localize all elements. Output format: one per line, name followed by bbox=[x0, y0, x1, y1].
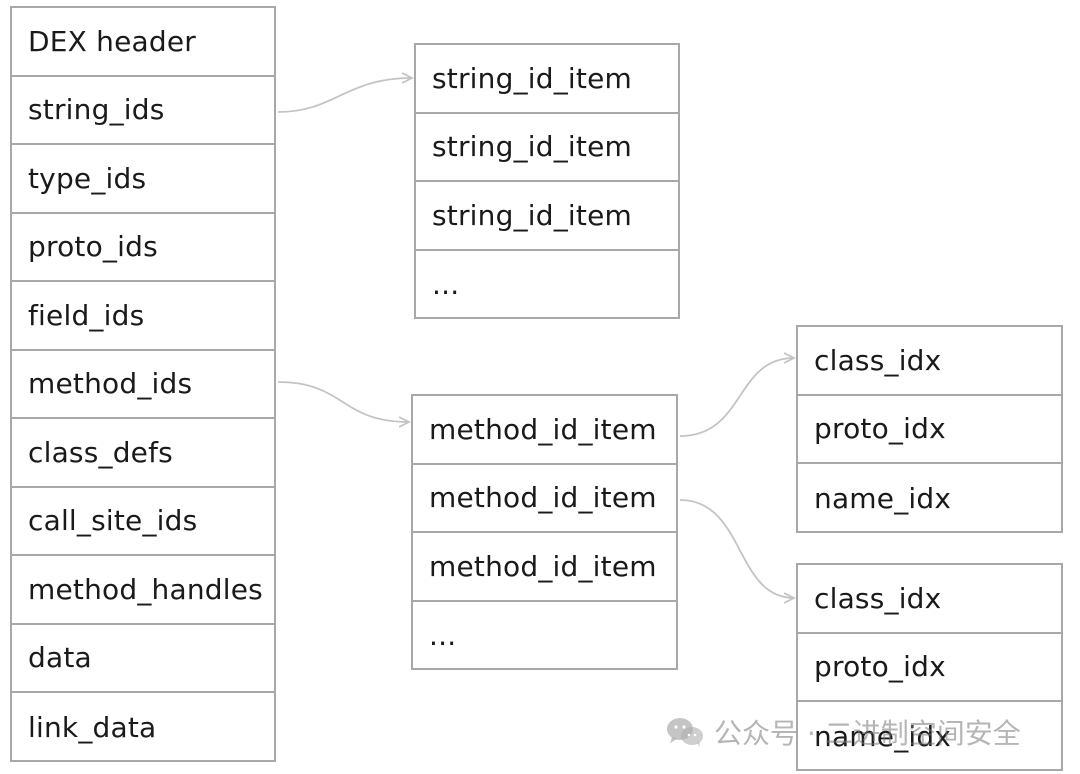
dex-section-link-data: link_data bbox=[28, 710, 157, 744]
watermark: 公众号 · 二进制空间安全 bbox=[666, 710, 1021, 754]
arrow-method-item-1-to-fields bbox=[679, 358, 794, 437]
field-proto-idx: proto_idx bbox=[798, 634, 1061, 702]
dex-section-type-ids: type_ids bbox=[12, 145, 274, 214]
arrow-method-item-2-to-fields bbox=[679, 499, 794, 598]
field-proto-idx: proto_idx bbox=[798, 396, 1061, 464]
method-ids-ellipsis: ... bbox=[429, 619, 457, 653]
string-id-item-row: string_id_item bbox=[416, 182, 678, 251]
dex-section-string-ids: string_ids bbox=[12, 77, 274, 145]
dex-section-field-ids: field_ids bbox=[12, 282, 274, 351]
method-id-item-row: method_id_item bbox=[413, 465, 676, 533]
field-name-idx: name_idx bbox=[814, 719, 952, 753]
string-ids-ellipsis: ... bbox=[432, 268, 460, 302]
field-class-idx: class_idx bbox=[798, 565, 1061, 634]
dex-file-layout-table: DEX header string_ids type_ids proto_ids… bbox=[10, 6, 276, 762]
arrow-string-ids-to-string-id-items bbox=[277, 78, 412, 113]
dex-section-call-site-ids: call_site_ids bbox=[12, 488, 274, 556]
method-ids-table: method_id_item method_id_item method_id_… bbox=[411, 394, 678, 670]
dex-section-method-handles: method_handles bbox=[12, 556, 274, 625]
field-class-idx: class_idx bbox=[798, 327, 1061, 396]
field-name-idx: name_idx bbox=[814, 481, 952, 515]
string-id-item-row: string_id_item bbox=[416, 114, 678, 182]
dex-section-header: DEX header bbox=[12, 8, 274, 77]
dex-section-class-defs: class_defs bbox=[12, 419, 274, 488]
dex-section-method-ids: method_ids bbox=[12, 351, 274, 419]
method-id-item-row: method_id_item bbox=[413, 396, 676, 465]
watermark-text: 公众号 · 二进制空间安全 bbox=[714, 717, 1021, 750]
dex-section-data: data bbox=[12, 625, 274, 693]
string-id-item-row: string_id_item bbox=[416, 45, 678, 114]
dex-section-proto-ids: proto_ids bbox=[12, 214, 274, 282]
string-ids-table: string_id_item string_id_item string_id_… bbox=[414, 43, 680, 319]
method-id-item-row: method_id_item bbox=[413, 533, 676, 602]
method-id-item-1-fields: class_idx proto_idx name_idx bbox=[796, 325, 1063, 533]
method-id-item-2-fields: class_idx proto_idx name_idx bbox=[796, 563, 1063, 771]
wechat-icon bbox=[667, 718, 703, 747]
arrow-method-ids-to-method-id-items bbox=[277, 381, 409, 422]
